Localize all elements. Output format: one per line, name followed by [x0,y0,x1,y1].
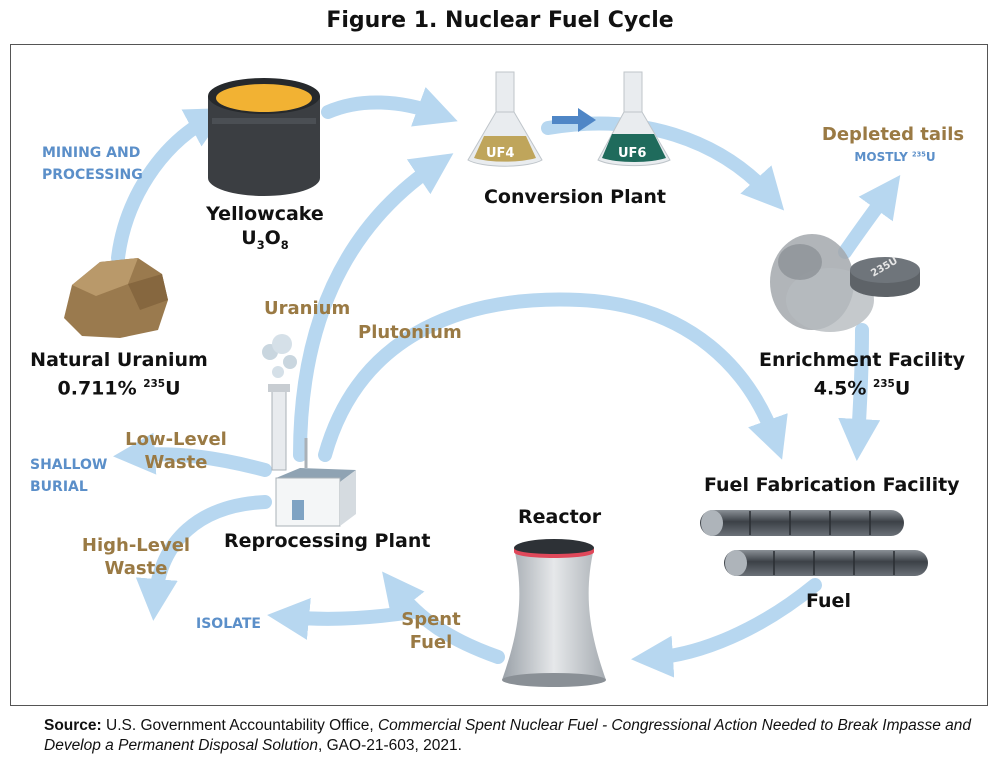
depleted-tails-sub-label: MOSTLY 235U [854,150,936,164]
fuel-rods-icon [700,510,928,576]
uranium-rock-icon [64,258,168,338]
conversion-plant-label: Conversion Plant [483,186,667,208]
yellowcake-drum-icon [208,78,320,196]
fuel-fabrication-label: Fuel Fabrication Facility [704,474,960,496]
flask-arrow-icon [552,108,596,132]
arrow-to-reactor [631,578,822,678]
uranium-flow-label: Uranium [264,298,351,319]
mining-processing-label: MINING AND PROCESSING [42,145,143,183]
uf4-label: UF4 [486,146,515,161]
uf4-flask-icon [467,71,543,167]
arrow-uranium [293,153,454,462]
enrichment-facility-label: Enrichment Facility 4.5% 235U [758,349,966,400]
arrow-spent [382,571,505,664]
fuel-label: Fuel [806,590,851,612]
low-level-waste-label: Low-Level Waste [125,429,227,473]
yellowcake-label: Yellowcake U3O8 [206,203,324,252]
plutonium-flow-label: Plutonium [358,322,462,343]
reprocessing-plant-icon [262,334,356,527]
arrow-high-level [135,495,272,621]
arrow-low-level [113,432,272,477]
spent-fuel-label: Spent Fuel [401,609,461,653]
arrow-depleted [838,174,901,259]
arrow-to-conversion [321,87,458,127]
arrow-to-fabrication [838,323,881,461]
uranium-disk-icon [850,257,920,297]
isolate-label: ISOLATE [196,616,261,632]
source-citation: Source: U.S. Government Accountability O… [44,717,972,754]
depleted-tails-label: Depleted tails [821,124,965,145]
uf6-flask-icon [597,71,671,167]
reactor-label: Reactor [518,506,602,528]
reactor-tower-icon [502,539,606,687]
figure-frame [10,44,988,706]
reprocessing-plant-label: Reprocessing Plant [224,530,431,552]
shallow-burial-label: SHALLOW BURIAL [30,457,108,495]
figure-title: Figure 1. Nuclear Fuel Cycle [326,8,674,33]
arrow-mining [111,108,229,265]
arrow-plutonium [318,292,788,462]
high-level-waste-label: High-Level Waste [81,535,191,579]
arrow-isolate [267,598,419,640]
natural-uranium-label: Natural Uranium 0.711% 235U [30,349,208,400]
uf6-label: UF6 [618,146,647,161]
